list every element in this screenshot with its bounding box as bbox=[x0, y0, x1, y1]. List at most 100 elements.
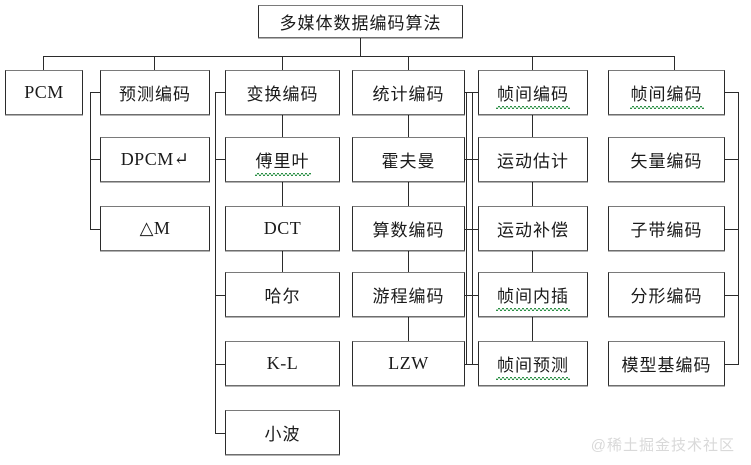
drop-line-col5 bbox=[532, 56, 533, 70]
drop-line-col2 bbox=[154, 56, 155, 70]
col4-stub-huffman-arithmetic bbox=[408, 182, 409, 206]
col3-branch-kl bbox=[215, 364, 225, 365]
col5-branch-interpolation bbox=[472, 295, 479, 296]
col6-branch-model-based bbox=[725, 364, 739, 365]
node-interframe-coding-2[interactable]: 帧间编码 bbox=[608, 70, 725, 115]
node-motion-compensation[interactable]: 运动补偿 bbox=[478, 206, 588, 251]
col4-branch-arithmetic bbox=[465, 229, 475, 230]
col5-bus-line bbox=[472, 92, 473, 364]
node-run-length-coding[interactable]: 游程编码 bbox=[352, 272, 465, 317]
col4-branch-lzw bbox=[465, 364, 475, 365]
top-bus-line bbox=[43, 56, 675, 57]
node-motion-estimation[interactable]: 运动估计 bbox=[478, 137, 588, 182]
drop-line-col6 bbox=[674, 56, 675, 70]
drop-line-col4 bbox=[408, 56, 409, 70]
node-transform-coding-label: 变换编码 bbox=[246, 84, 319, 104]
col2-branch-delta-m bbox=[90, 229, 100, 230]
node-subband-coding-label: 子带编码 bbox=[630, 220, 703, 240]
node-dct[interactable]: DCT bbox=[225, 206, 340, 251]
node-interframe-coding[interactable]: 帧间编码 bbox=[478, 70, 588, 115]
node-wavelet[interactable]: 小波 bbox=[225, 410, 340, 455]
node-interframe-coding-label: 帧间编码 bbox=[496, 80, 570, 109]
col6-branch-fractal bbox=[725, 295, 739, 296]
node-arithmetic-coding-label: 算数编码 bbox=[372, 220, 445, 240]
drop-line-col1 bbox=[43, 56, 44, 70]
node-dpcm[interactable]: DPCM↵ bbox=[100, 137, 210, 182]
node-vector-coding-label: 矢量编码 bbox=[630, 151, 703, 171]
node-pcm-label: PCM bbox=[24, 81, 64, 102]
node-interframe-coding-2-label: 帧间编码 bbox=[629, 80, 704, 109]
col4-branch-head bbox=[465, 92, 475, 93]
col6-branch-vector bbox=[725, 159, 739, 160]
node-wavelet-label: 小波 bbox=[264, 424, 301, 444]
node-interframe-prediction-label: 帧间预测 bbox=[496, 351, 570, 380]
node-subband-coding[interactable]: 子带编码 bbox=[608, 206, 725, 251]
node-statistical-coding[interactable]: 统计编码 bbox=[352, 70, 465, 115]
col3-stub-head-fourier bbox=[282, 115, 283, 137]
node-lzw-label: LZW bbox=[388, 352, 429, 373]
node-delta-m-label: △M bbox=[139, 217, 171, 238]
node-predictive-coding[interactable]: 预测编码 bbox=[100, 70, 210, 115]
node-huffman-label: 霍夫曼 bbox=[381, 151, 436, 171]
col5-branch-motion-compensation bbox=[472, 229, 479, 230]
col5-stub-head-estimation bbox=[532, 115, 533, 137]
node-model-based-coding[interactable]: 模型基编码 bbox=[608, 341, 725, 386]
col6-branch-subband bbox=[725, 229, 739, 230]
col5-stub-estimation-compensation bbox=[532, 182, 533, 206]
node-dct-label: DCT bbox=[263, 217, 302, 238]
col3-stub-dct-haar bbox=[282, 251, 283, 272]
col3-branch-fourier bbox=[215, 159, 225, 160]
drop-line-col3 bbox=[282, 56, 283, 70]
root-node-multimedia-coding-algorithms[interactable]: 多媒体数据编码算法 bbox=[258, 5, 463, 38]
node-arithmetic-coding[interactable]: 算数编码 bbox=[352, 206, 465, 251]
col5-stub-compensation-interpolation bbox=[532, 251, 533, 272]
watermark: @稀土掘金技术社区 bbox=[590, 437, 735, 454]
node-haar[interactable]: 哈尔 bbox=[225, 272, 340, 317]
col3-branch-haar bbox=[215, 295, 225, 296]
node-model-based-coding-label: 模型基编码 bbox=[621, 355, 712, 375]
col5-branch-motion-estimation bbox=[472, 159, 479, 160]
node-kl-label: K-L bbox=[266, 352, 299, 373]
node-kl[interactable]: K-L bbox=[225, 341, 340, 386]
node-motion-estimation-label: 运动估计 bbox=[497, 151, 569, 171]
root-stem-line bbox=[360, 38, 361, 56]
node-fractal-coding[interactable]: 分形编码 bbox=[608, 272, 725, 317]
col4-stub-head-huffman bbox=[408, 115, 409, 137]
col3-bus-line bbox=[215, 92, 216, 433]
col5-branch-prediction bbox=[472, 364, 479, 365]
col4-branch-run-length bbox=[465, 295, 475, 296]
node-interframe-interpolation-label: 帧间内插 bbox=[496, 282, 570, 311]
node-interframe-interpolation[interactable]: 帧间内插 bbox=[478, 272, 588, 317]
col5-branch-head bbox=[472, 92, 479, 93]
col3-stub-fourier-dct bbox=[282, 182, 283, 206]
node-motion-compensation-label: 运动补偿 bbox=[497, 220, 569, 240]
col6-bus-line bbox=[738, 92, 739, 364]
col4-bus-line bbox=[466, 92, 467, 364]
col3-branch-wavelet bbox=[215, 433, 225, 434]
col2-branch-dpcm bbox=[90, 159, 100, 160]
node-delta-m[interactable]: △M bbox=[100, 206, 210, 251]
node-fourier-label: 傅里叶 bbox=[254, 147, 311, 176]
node-vector-coding[interactable]: 矢量编码 bbox=[608, 137, 725, 182]
node-transform-coding[interactable]: 变换编码 bbox=[225, 70, 340, 115]
node-run-length-coding-label: 游程编码 bbox=[372, 286, 445, 306]
node-interframe-prediction[interactable]: 帧间预测 bbox=[478, 341, 588, 386]
col6-branch-head bbox=[725, 92, 739, 93]
col4-stub-arithmetic-runlength bbox=[408, 251, 409, 272]
node-statistical-coding-label: 统计编码 bbox=[372, 84, 445, 104]
col4-branch-huffman bbox=[465, 159, 475, 160]
node-predictive-coding-label: 预测编码 bbox=[119, 84, 191, 104]
col2-bus-line bbox=[90, 92, 91, 229]
node-huffman[interactable]: 霍夫曼 bbox=[352, 137, 465, 182]
node-lzw[interactable]: LZW bbox=[352, 341, 465, 386]
col4-stub-runlength-lzw bbox=[408, 317, 409, 341]
col2-branch-head bbox=[90, 92, 100, 93]
node-dpcm-label: DPCM↵ bbox=[120, 148, 190, 169]
node-pcm[interactable]: PCM bbox=[5, 70, 83, 115]
node-haar-label: 哈尔 bbox=[264, 286, 301, 306]
col3-branch-head bbox=[215, 92, 225, 93]
node-fourier[interactable]: 傅里叶 bbox=[225, 137, 340, 182]
root-node-label: 多媒体数据编码算法 bbox=[279, 13, 442, 33]
col5-stub-interpolation-prediction bbox=[532, 317, 533, 341]
